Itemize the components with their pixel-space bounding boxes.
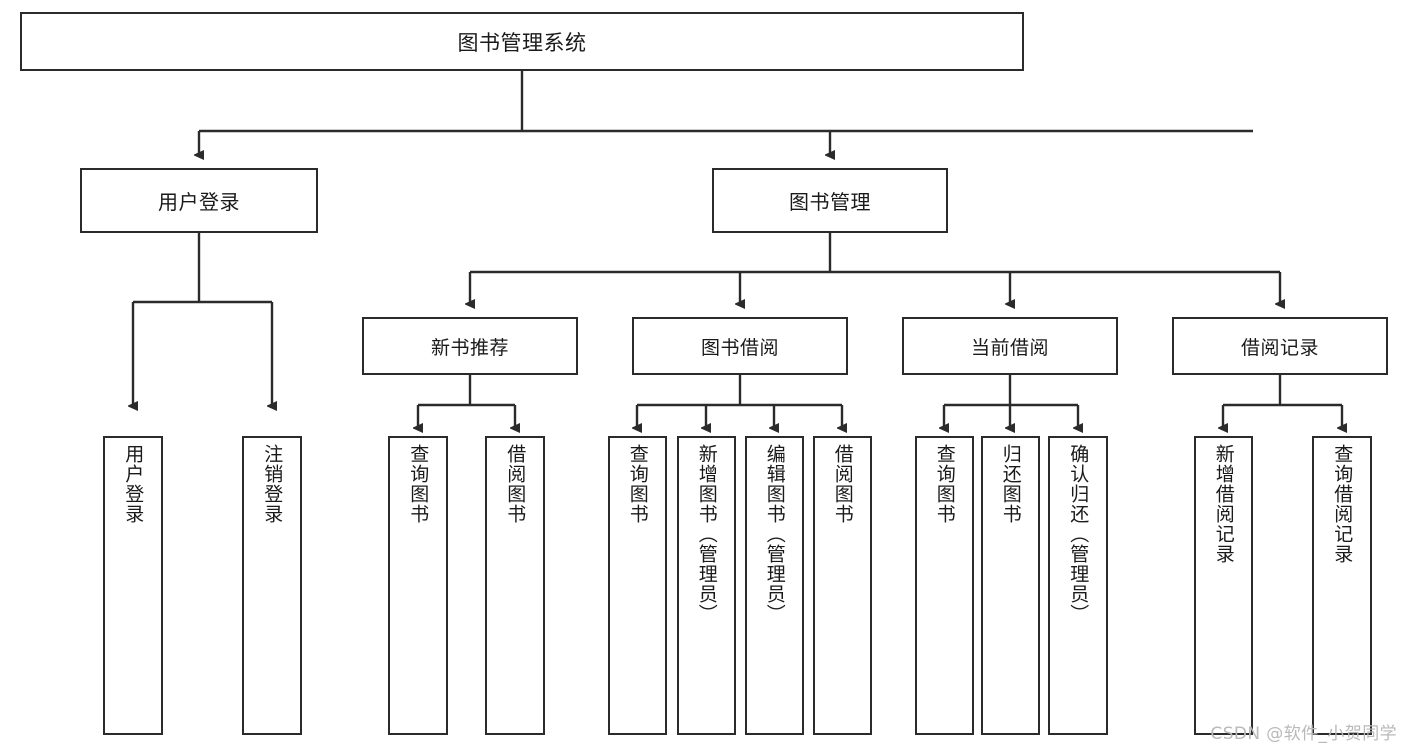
node-book-management-label: 图书管理	[789, 190, 871, 214]
node-borrow-record[interactable]: 借阅记录	[1172, 317, 1388, 375]
node-book-borrow-label: 图书借阅	[700, 336, 779, 359]
leaf-current-query-book[interactable]: 查询图书	[915, 436, 974, 735]
leaf-record-query-record[interactable]: 查询借阅记录	[1312, 436, 1372, 735]
leaf-label: 查询图书	[407, 444, 430, 524]
leaf-borrow-query-book[interactable]: 查询图书	[608, 436, 667, 735]
leaf-label: 确认归还（管理员）	[1067, 444, 1090, 624]
leaf-label: 查询图书	[626, 444, 649, 524]
leaf-label: 编辑图书（管理员）	[763, 444, 786, 624]
node-book-management[interactable]: 图书管理	[712, 168, 948, 233]
leaf-current-confirm-return[interactable]: 确认归还（管理员）	[1048, 436, 1108, 735]
node-new-book-recommend-label: 新书推荐	[430, 336, 509, 359]
leaf-label: 用户登录	[122, 444, 145, 524]
watermark: CSDN @软件_小贺同学	[1210, 724, 1397, 744]
node-current-borrow-label: 当前借阅	[970, 336, 1049, 359]
node-root-label: 图书管理系统	[457, 30, 587, 55]
node-user-login-label: 用户登录	[158, 190, 240, 214]
leaf-label: 新增借阅记录	[1212, 444, 1235, 564]
leaf-label: 新增图书（管理员）	[695, 444, 718, 624]
leaf-recommend-borrow-book[interactable]: 借阅图书	[485, 436, 545, 735]
leaf-record-add-record[interactable]: 新增借阅记录	[1194, 436, 1253, 735]
leaf-label: 查询图书	[933, 444, 956, 524]
leaf-label: 借阅图书	[831, 444, 854, 524]
leaf-label: 借阅图书	[504, 444, 527, 524]
node-current-borrow[interactable]: 当前借阅	[902, 317, 1118, 375]
node-borrow-record-label: 借阅记录	[1240, 336, 1319, 359]
leaf-borrow-edit-book[interactable]: 编辑图书（管理员）	[745, 436, 804, 735]
leaf-label: 注销登录	[261, 444, 284, 524]
node-user-login[interactable]: 用户登录	[80, 168, 318, 233]
leaf-user-login-login[interactable]: 用户登录	[103, 436, 163, 735]
leaf-borrow-add-book[interactable]: 新增图书（管理员）	[677, 436, 736, 735]
leaf-label: 归还图书	[999, 444, 1022, 524]
leaf-borrow-borrow-book[interactable]: 借阅图书	[813, 436, 872, 735]
leaf-label: 查询借阅记录	[1331, 444, 1354, 564]
leaf-recommend-query-book[interactable]: 查询图书	[388, 436, 448, 735]
leaf-user-login-logout[interactable]: 注销登录	[242, 436, 302, 735]
leaf-current-return-book[interactable]: 归还图书	[981, 436, 1040, 735]
node-book-borrow[interactable]: 图书借阅	[632, 317, 848, 375]
node-new-book-recommend[interactable]: 新书推荐	[362, 317, 578, 375]
node-root[interactable]: 图书管理系统	[20, 12, 1024, 71]
